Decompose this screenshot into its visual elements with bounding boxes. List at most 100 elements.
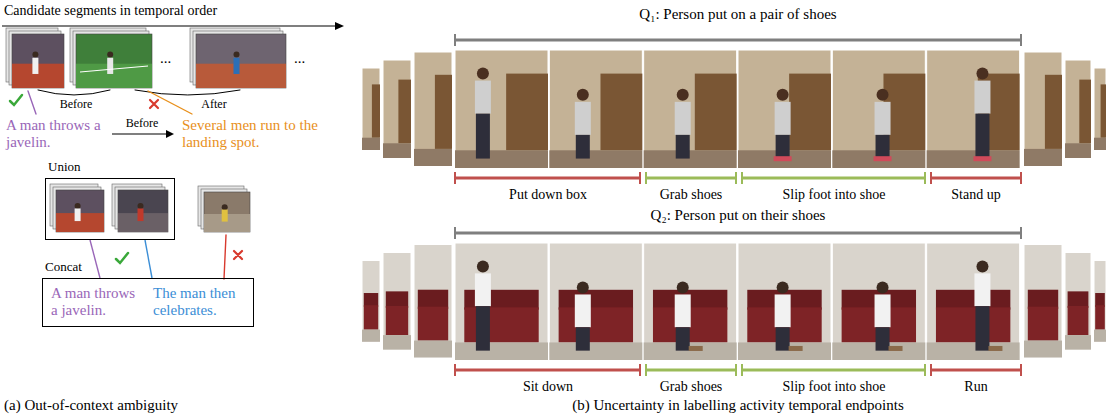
video-frame bbox=[1094, 68, 1106, 150]
person-torso bbox=[475, 81, 491, 114]
athlete-head bbox=[32, 52, 38, 58]
person-torso bbox=[775, 294, 791, 327]
video-frame bbox=[1065, 60, 1091, 158]
end-tick bbox=[645, 172, 647, 184]
frame-ground bbox=[76, 64, 152, 88]
cabinet bbox=[398, 80, 411, 144]
sofa-back bbox=[364, 293, 378, 307]
frame-stack bbox=[50, 184, 104, 232]
video-frame bbox=[1094, 261, 1106, 342]
core-segment-line bbox=[646, 177, 736, 180]
floor bbox=[1065, 143, 1091, 158]
frame-background bbox=[832, 243, 925, 360]
shoe bbox=[774, 156, 792, 161]
relation-label: After bbox=[201, 98, 226, 111]
video-frame bbox=[414, 52, 452, 166]
end-tick bbox=[454, 172, 456, 184]
sofa-seat bbox=[936, 307, 1010, 342]
core-segment bbox=[742, 172, 925, 184]
frame-stack bbox=[190, 28, 286, 88]
end-tick bbox=[741, 364, 743, 376]
end-tick bbox=[454, 364, 456, 376]
end-tick bbox=[924, 172, 926, 184]
end-tick bbox=[735, 172, 737, 184]
floor bbox=[1024, 341, 1062, 358]
floor bbox=[362, 138, 380, 150]
action-label: Sit down bbox=[523, 379, 573, 394]
athlete-head bbox=[222, 204, 228, 210]
sofa-seat bbox=[1095, 305, 1105, 329]
end-tick bbox=[735, 364, 737, 376]
end-tick bbox=[1020, 364, 1022, 376]
frame-background bbox=[644, 243, 737, 360]
video-frame bbox=[204, 192, 250, 232]
query-span-line bbox=[455, 232, 1021, 235]
shoe bbox=[889, 346, 903, 351]
shoe bbox=[874, 156, 892, 161]
video-frame bbox=[196, 34, 286, 88]
person-legs bbox=[975, 306, 989, 350]
floor bbox=[927, 150, 1020, 168]
frame-background bbox=[455, 50, 548, 168]
shoe bbox=[689, 346, 703, 351]
end-tick bbox=[1020, 34, 1022, 46]
person-torso bbox=[575, 294, 591, 327]
frame-background bbox=[414, 52, 452, 166]
video-frame bbox=[832, 50, 925, 168]
match-line bbox=[148, 91, 192, 114]
floor bbox=[927, 342, 1020, 360]
ambiguous-segment-line bbox=[455, 177, 640, 180]
floor bbox=[414, 149, 452, 166]
sofa-seat bbox=[559, 307, 633, 342]
person-torso bbox=[875, 294, 891, 327]
person-legs bbox=[776, 327, 790, 350]
frame-background bbox=[1094, 68, 1106, 150]
query-sentence: Several men run to the landing spot. bbox=[182, 117, 332, 152]
floor bbox=[362, 330, 380, 342]
frame-background bbox=[927, 243, 1020, 360]
group-box: Union bbox=[45, 178, 175, 240]
core-segment bbox=[646, 172, 736, 184]
floor bbox=[549, 342, 642, 360]
sentence: A man throws a javelin. bbox=[51, 285, 143, 320]
cross-mark bbox=[234, 251, 242, 259]
frame-stack bbox=[70, 28, 152, 88]
frame-background bbox=[383, 253, 411, 350]
action-label: Put down box bbox=[509, 187, 587, 202]
video-frame bbox=[832, 243, 925, 360]
end-tick bbox=[930, 364, 932, 376]
action-label: Grab shoes bbox=[660, 379, 723, 394]
sofa-back bbox=[1068, 291, 1089, 308]
video-frame bbox=[1024, 52, 1062, 166]
person-legs bbox=[476, 114, 490, 159]
group-heading: Concat bbox=[45, 260, 82, 274]
frame-background bbox=[1024, 52, 1062, 166]
sofa-back bbox=[1095, 293, 1105, 307]
query-span bbox=[455, 227, 1021, 239]
video-frame bbox=[549, 50, 642, 168]
frame-background bbox=[738, 50, 831, 168]
sofa-seat bbox=[386, 306, 408, 335]
person-head bbox=[677, 281, 689, 293]
floor bbox=[1024, 149, 1062, 166]
sentence: The man then celebrates. bbox=[153, 285, 245, 320]
frame-background bbox=[1065, 253, 1091, 350]
person-head bbox=[777, 89, 789, 101]
person-torso bbox=[475, 273, 491, 306]
end-tick bbox=[1020, 227, 1022, 239]
athlete-body bbox=[234, 58, 240, 74]
end-tick bbox=[454, 34, 456, 46]
person-legs bbox=[975, 114, 989, 159]
video-frame bbox=[738, 243, 831, 360]
video-frame bbox=[414, 245, 452, 358]
person-legs bbox=[576, 327, 590, 350]
sofa-seat bbox=[1068, 306, 1089, 335]
athlete-body bbox=[138, 208, 144, 221]
sofa-seat bbox=[464, 307, 538, 342]
connector bbox=[90, 240, 100, 278]
query-title: Q₁: Person put on a pair of shoes bbox=[639, 6, 836, 23]
sofa-back bbox=[418, 290, 448, 309]
core-segment-line bbox=[742, 177, 925, 180]
video-frame bbox=[927, 50, 1020, 168]
